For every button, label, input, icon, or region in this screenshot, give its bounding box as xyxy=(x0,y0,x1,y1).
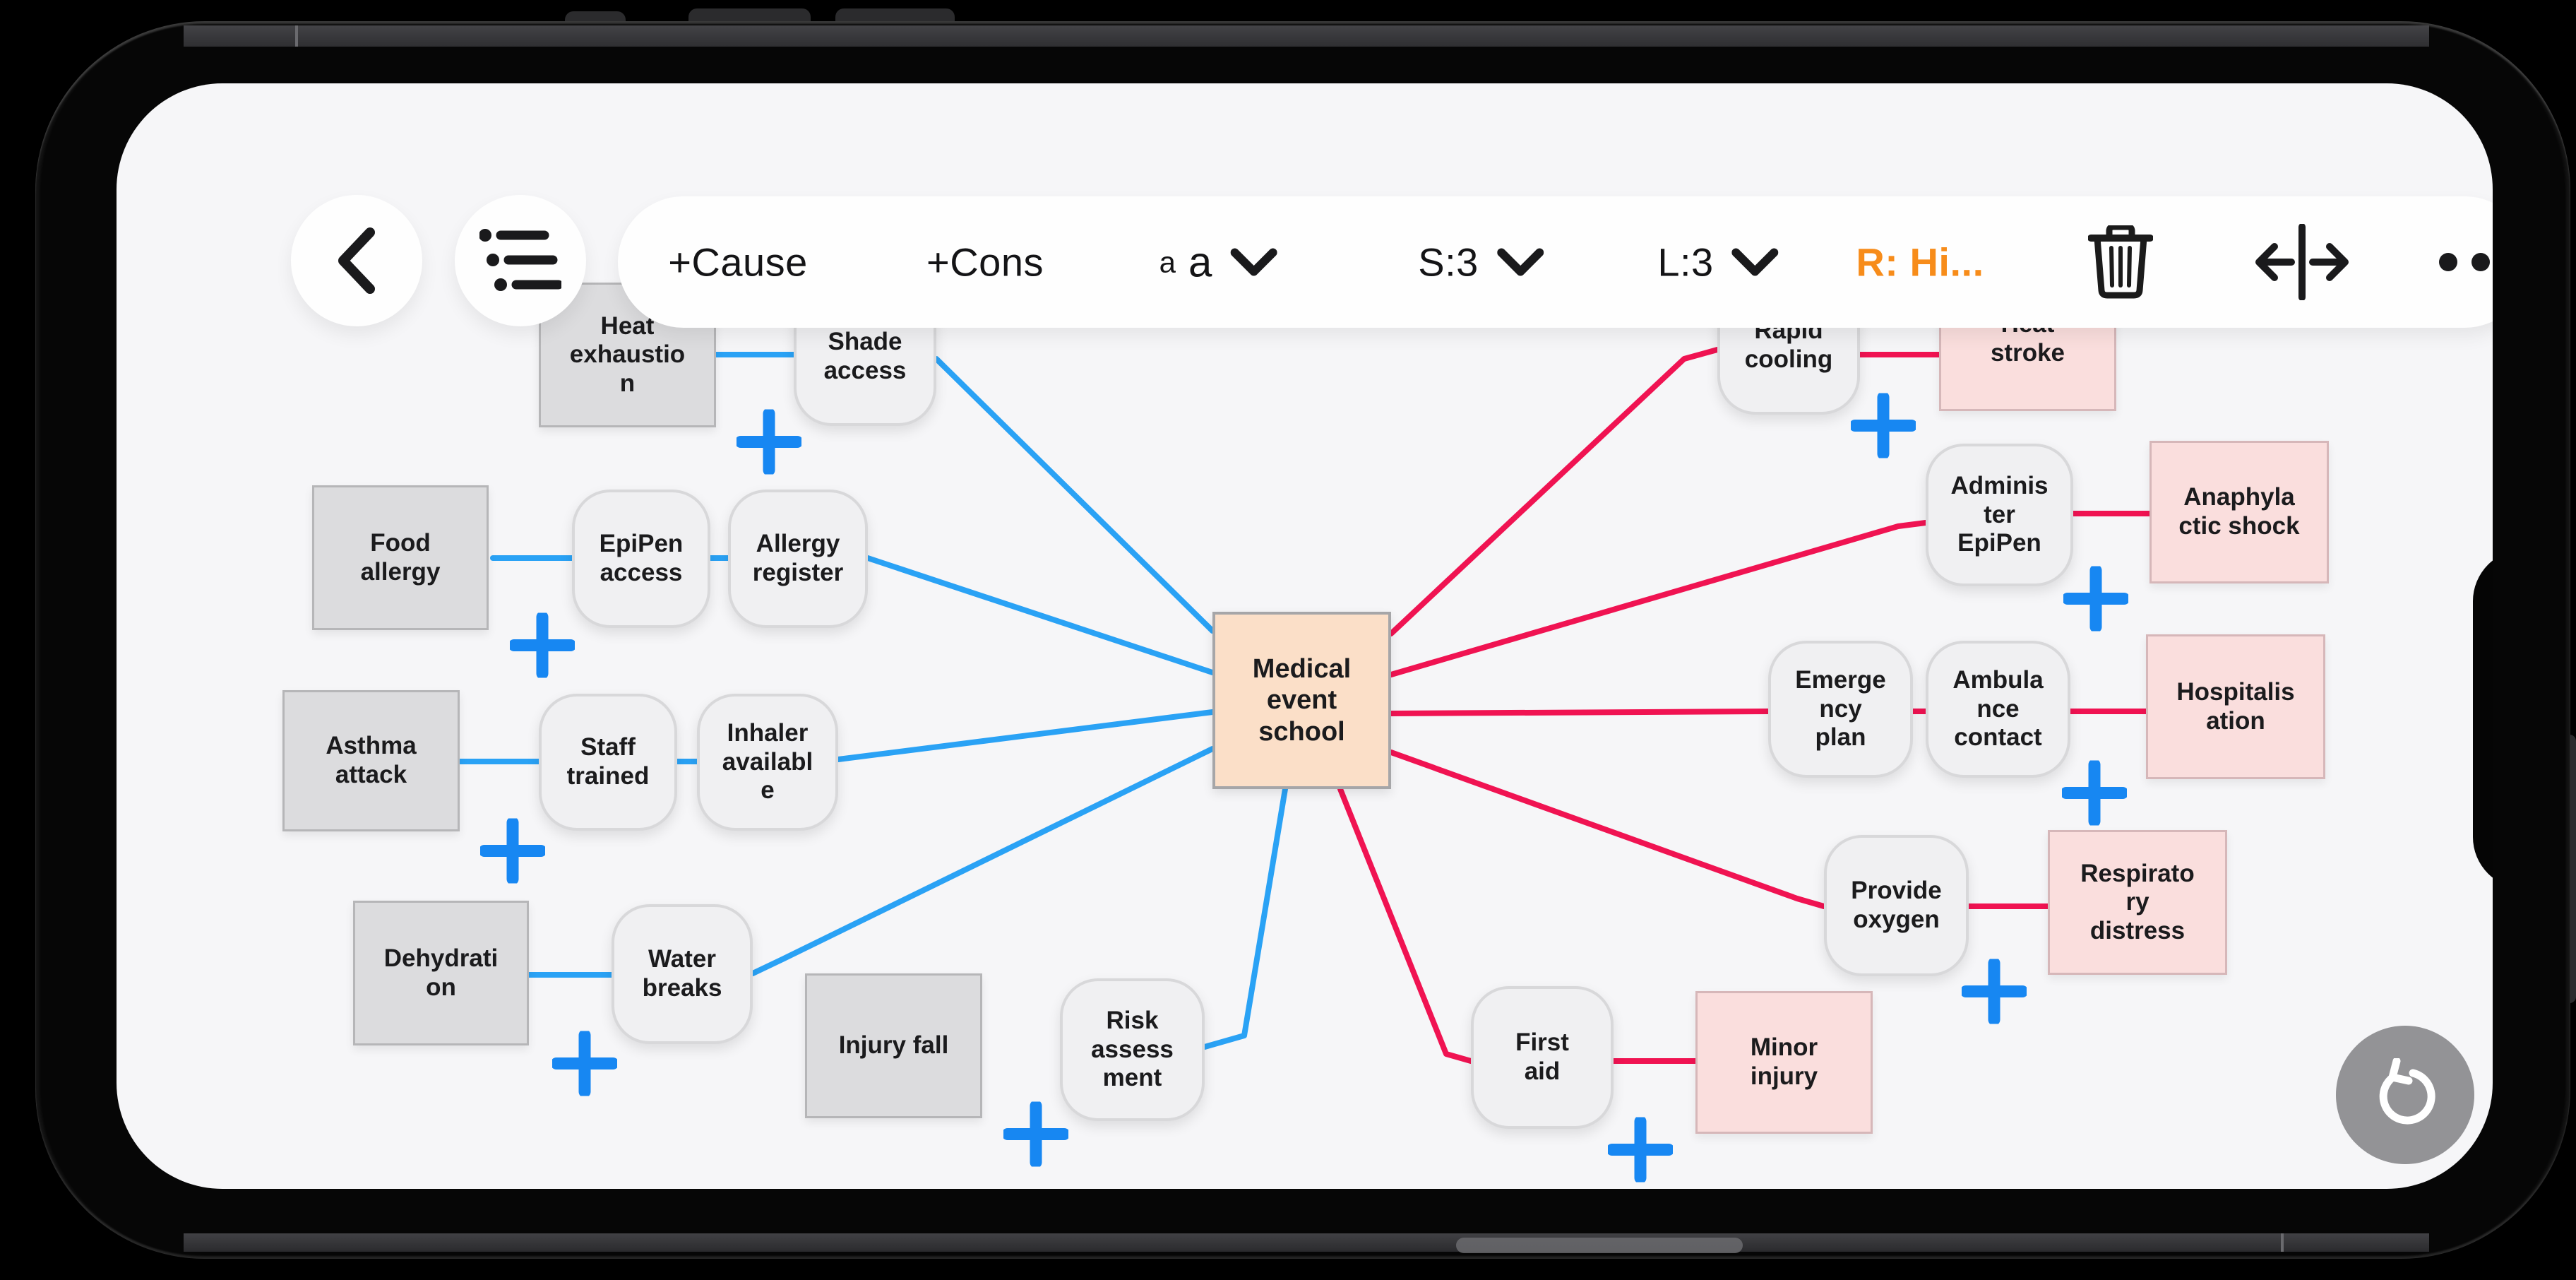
phone-bottom-edge xyxy=(184,1233,2429,1252)
connector-layer xyxy=(457,347,2152,1064)
consequence-connector xyxy=(1388,749,1827,909)
phone-top-edge xyxy=(184,25,2429,47)
node-provide-oxygen[interactable]: Provide oxygen xyxy=(1824,835,1969,976)
node-hospitalisation[interactable]: Hospitalis ation xyxy=(2146,634,2325,779)
node-food-allergy[interactable]: Food allergy xyxy=(312,485,489,630)
chevron-down-icon xyxy=(1496,248,1544,275)
undo-arrow-icon xyxy=(2379,1058,2435,1125)
cause-connector xyxy=(1202,786,1288,1050)
more-button[interactable] xyxy=(2437,251,2493,273)
node-risk-assessment[interactable]: Risk assess ment xyxy=(1060,978,1205,1121)
level-label: L:3 xyxy=(1657,239,1714,285)
add-node-button[interactable] xyxy=(2060,759,2129,829)
plus-icon xyxy=(2060,759,2129,827)
font-small-label: a xyxy=(1159,245,1176,278)
antenna-seam xyxy=(2281,1233,2284,1252)
add-node-button[interactable] xyxy=(1960,957,2029,1028)
rating-label: R: Hi... xyxy=(1856,239,1984,285)
node-water-breaks[interactable]: Water breaks xyxy=(612,904,753,1044)
node-injury-fall[interactable]: Injury fall xyxy=(805,973,982,1118)
speaker-grille xyxy=(1456,1238,1743,1253)
node-administer-epipen[interactable]: Adminis ter EpiPen xyxy=(1926,444,2073,586)
node-minor-injury[interactable]: Minor injury xyxy=(1695,991,1873,1134)
chevron-down-icon xyxy=(1731,248,1779,275)
list-outline-icon xyxy=(479,229,561,291)
shape-label: S:3 xyxy=(1418,239,1479,285)
node-inhaler-available[interactable]: Inhaler availabl e xyxy=(697,694,838,831)
undo-button[interactable] xyxy=(2336,1026,2474,1164)
node-first-aid[interactable]: First aid xyxy=(1471,986,1614,1129)
font-big-label: a xyxy=(1188,238,1212,286)
node-respiratory-distress[interactable]: Respirato ry distress xyxy=(2048,830,2227,975)
node-dehydration[interactable]: Dehydrati on xyxy=(353,901,529,1045)
level-dropdown[interactable]: L:3 xyxy=(1657,239,1779,285)
plus-icon xyxy=(1960,957,2029,1026)
plus-icon xyxy=(550,1029,619,1098)
consequence-connector xyxy=(1388,520,1928,677)
add-node-button[interactable] xyxy=(508,611,577,682)
outline-view-button[interactable] xyxy=(455,195,586,326)
cause-connector xyxy=(835,709,1215,762)
add-consequence-button[interactable]: +Cons xyxy=(926,239,1044,285)
plus-icon xyxy=(508,611,577,680)
plus-icon xyxy=(1606,1115,1675,1184)
node-asthma-attack[interactable]: Asthma attack xyxy=(282,690,460,831)
chevron-down-icon xyxy=(1230,248,1277,275)
rating-dropdown[interactable]: R: Hi... xyxy=(1856,239,1984,285)
plus-icon xyxy=(2061,564,2130,633)
trash-icon xyxy=(2088,225,2153,299)
dynamic-island xyxy=(2473,550,2493,889)
node-medical-event-school[interactable]: Medical event school xyxy=(1212,612,1391,789)
node-emergency-plan[interactable]: Emerge ncy plan xyxy=(1768,641,1913,778)
add-cause-label: +Cause xyxy=(668,239,808,285)
shape-dropdown[interactable]: S:3 xyxy=(1418,239,1544,285)
add-node-button[interactable] xyxy=(1849,391,1918,462)
node-epipen-access[interactable]: EpiPen access xyxy=(572,490,710,628)
add-cause-button[interactable]: +Cause xyxy=(668,239,808,285)
consequence-connector xyxy=(1388,709,1771,716)
chevron-left-icon xyxy=(338,227,375,294)
delete-button[interactable] xyxy=(2088,225,2153,299)
add-node-button[interactable] xyxy=(550,1029,619,1100)
node-ambulance-contact[interactable]: Ambula nce contact xyxy=(1926,641,2070,778)
cause-connector xyxy=(865,555,1215,675)
ellipsis-icon xyxy=(2439,253,2490,271)
plus-icon xyxy=(1001,1100,1071,1168)
fit-width-button[interactable] xyxy=(2255,224,2349,300)
add-consequence-label: +Cons xyxy=(926,239,1044,285)
add-node-button[interactable] xyxy=(2061,564,2130,635)
cause-connector xyxy=(934,356,1215,634)
node-anaphylactic-shock[interactable]: Anaphyla ctic shock xyxy=(2149,441,2329,583)
consequence-connector xyxy=(1388,347,1720,636)
cause-connector xyxy=(750,746,1215,976)
add-node-button[interactable] xyxy=(1001,1100,1071,1171)
add-node-button[interactable] xyxy=(478,817,547,887)
back-button[interactable] xyxy=(291,195,422,326)
plus-icon xyxy=(1849,391,1918,460)
antenna-seam xyxy=(295,25,298,47)
add-node-button[interactable] xyxy=(734,408,804,478)
consequence-connector xyxy=(1337,786,1474,1064)
plus-icon xyxy=(478,817,547,885)
node-allergy-register[interactable]: Allergy register xyxy=(728,490,868,628)
add-node-button[interactable] xyxy=(1606,1115,1675,1186)
plus-icon xyxy=(734,408,804,476)
split-arrows-icon xyxy=(2255,224,2349,300)
node-staff-trained[interactable]: Staff trained xyxy=(539,694,677,831)
